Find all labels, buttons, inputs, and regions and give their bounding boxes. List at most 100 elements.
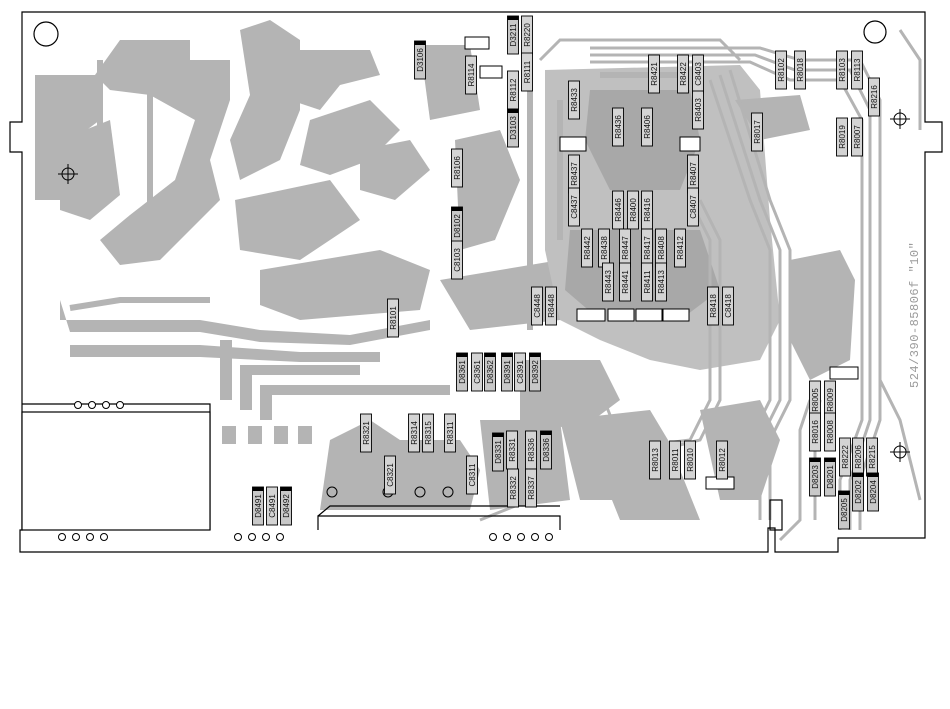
component-label: R8019 (838, 125, 847, 149)
component-body (612, 107, 624, 147)
component-r8019: R8019 (836, 117, 848, 157)
component-label: R8013 (651, 448, 660, 472)
diode-band (809, 458, 821, 462)
component-label: C8403 (694, 62, 703, 86)
component-body (514, 352, 526, 392)
component-label: R8411 (643, 270, 652, 294)
component-label: R8102 (777, 58, 786, 82)
component-label: C8311 (468, 463, 477, 487)
component-body (465, 55, 477, 95)
diode-band (252, 487, 264, 491)
component-label: R8433 (570, 88, 579, 112)
component-r8222: R8222 (839, 437, 851, 477)
component-label: D8331 (494, 440, 503, 464)
component-label: D8391 (503, 360, 512, 384)
component-label: R8417 (643, 236, 652, 260)
component-label: D8204 (869, 480, 878, 504)
component-label: D3103 (509, 116, 518, 140)
component-body (384, 455, 396, 495)
component-body (641, 262, 653, 302)
component-r8421: R8421 (648, 54, 660, 94)
component-r8113: R8113 (851, 50, 863, 90)
component-r8336: R8336 (525, 430, 537, 470)
component-c8437: C8437 (568, 187, 580, 227)
diode-band (529, 353, 541, 357)
component-label: R8111 (523, 60, 532, 83)
component-d8491: D8491 (252, 486, 264, 526)
component-r8438: R8438 (598, 228, 610, 268)
component-body (775, 50, 787, 90)
component-body (716, 440, 728, 480)
component-r8315: R8315 (422, 413, 434, 453)
component-body (451, 240, 463, 280)
component-r8103: R8103 (836, 50, 848, 90)
component-d3103: D3103 (507, 108, 519, 148)
component-r8007: R8007 (851, 117, 863, 157)
component-label: R8408 (657, 236, 666, 260)
component-label: D8205 (840, 498, 849, 522)
component-r8206: R8206 (852, 437, 864, 477)
component-r8013: R8013 (649, 440, 661, 480)
component-body (851, 117, 863, 157)
component-label: R8416 (643, 198, 652, 222)
component-label: D8492 (282, 494, 291, 518)
component-body (581, 228, 593, 268)
component-d8391: D8391 (501, 352, 513, 392)
component-r8413: R8413 (655, 262, 667, 302)
diode-band (501, 353, 513, 357)
edge-pads (58, 401, 553, 541)
diode-band (824, 458, 836, 462)
component-label: R8421 (650, 62, 659, 86)
component-label: C8448 (533, 294, 542, 318)
component-label: R8007 (853, 125, 862, 149)
component-label: D3211 (509, 23, 518, 47)
component-c8103: C8103 (451, 240, 463, 280)
component-label: R8101 (389, 306, 398, 330)
diode-band (484, 353, 496, 357)
component-label: R8337 (527, 476, 536, 500)
component-r8215: R8215 (866, 437, 878, 477)
component-r8446: R8446 (612, 190, 624, 230)
component-label: D8102 (453, 214, 462, 238)
component-r8448: R8448 (545, 286, 557, 326)
component-r8447: R8447 (619, 228, 631, 268)
component-r8436: R8436 (612, 107, 624, 147)
component-body (641, 107, 653, 147)
component-body (809, 412, 821, 452)
component-body (360, 413, 372, 453)
component-label: R8336 (527, 438, 536, 462)
component-r8010: R8010 (684, 440, 696, 480)
component-label: D8202 (854, 480, 863, 504)
component-r8411: R8411 (641, 262, 653, 302)
component-label: R8206 (854, 445, 863, 469)
board-outline (9, 11, 943, 553)
component-label: D8362 (486, 360, 495, 384)
component-body (602, 262, 614, 302)
component-r8441: R8441 (619, 262, 631, 302)
component-label: R8220 (523, 23, 532, 47)
component-d8392: D8392 (529, 352, 541, 392)
component-body (687, 187, 699, 227)
component-label: C8407 (689, 195, 698, 219)
component-d8102: D8102 (451, 206, 463, 246)
component-r8008: R8008 (824, 412, 836, 452)
component-label: R8314 (410, 421, 419, 445)
component-body (751, 112, 763, 152)
component-r8403: R8403 (692, 90, 704, 130)
component-label: C8418 (724, 294, 733, 318)
component-label: R8331 (508, 438, 517, 462)
diode-band (867, 473, 879, 477)
component-d3211: D3211 (507, 15, 519, 55)
component-r8018: R8018 (794, 50, 806, 90)
component-body (568, 80, 580, 120)
component-body (422, 413, 434, 453)
component-r8106: R8106 (451, 148, 463, 188)
outlined-parts (464, 36, 859, 490)
component-label: D8491 (254, 494, 263, 518)
component-r8422: R8422 (677, 54, 689, 94)
component-body (387, 298, 399, 338)
diode-band (507, 109, 519, 113)
component-body (836, 50, 848, 90)
component-body (266, 486, 278, 526)
